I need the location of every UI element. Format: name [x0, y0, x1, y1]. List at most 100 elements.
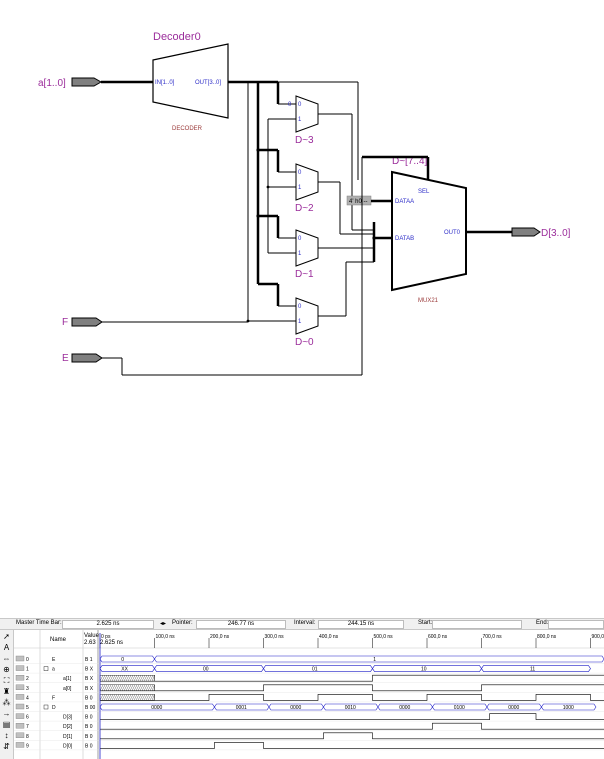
mux21-sel: SEL	[418, 189, 430, 195]
input-a-label: a[1..0]	[38, 78, 66, 89]
e-bus-seg-label: 0	[121, 657, 124, 663]
signal-icon	[16, 675, 24, 680]
input-f-label: F	[62, 317, 68, 328]
d3-wave	[100, 714, 604, 720]
mux-d1-label: D~1	[295, 269, 314, 280]
signal-name[interactable]: D[1]	[63, 734, 73, 740]
time-tick-label: 600,0 ns	[428, 634, 448, 640]
time-tick-label: 0 ps	[101, 634, 111, 640]
const-label: 4' h0 --	[349, 199, 368, 205]
input-e-pin-icon	[72, 354, 102, 362]
input-a-pin-icon	[72, 78, 101, 86]
signal-icon	[16, 723, 24, 728]
time-tick-label: 800,0 ns	[537, 634, 557, 640]
row-index: 0	[26, 657, 29, 663]
a-bus-seg	[155, 666, 264, 672]
signal-value: B 0	[85, 715, 93, 721]
time-tick-label: 500,0 ns	[374, 634, 394, 640]
signal-name[interactable]: E	[52, 657, 56, 663]
d-bus-seg-label: 0000	[399, 705, 410, 711]
signal-icon	[16, 733, 24, 738]
output-d-pin-icon	[512, 228, 540, 236]
name-col-header: Name	[50, 637, 67, 643]
a-bus-seg	[264, 666, 373, 672]
signal-value: B X	[85, 686, 94, 692]
waveform-editor: Master Time Bar: 2.625 ns ◂▸ Pointer: 24…	[0, 618, 604, 759]
d-bus-seg-label: 0001	[236, 705, 247, 711]
mux-d3-in0-label: 0	[288, 102, 292, 108]
input-e-label: E	[62, 353, 69, 364]
d-bus-seg-label: 0000	[290, 705, 301, 711]
a-bus-seg	[482, 666, 591, 672]
signal-name[interactable]: a[1]	[63, 676, 72, 682]
signal-icon	[16, 714, 24, 719]
mux-d2-label: D~2	[295, 203, 314, 214]
row-index: 6	[26, 715, 29, 721]
mux-d3-label: D~3	[295, 135, 314, 146]
signal-name[interactable]: D[2]	[63, 724, 73, 730]
mux21-dataa: DATAA	[395, 199, 414, 205]
expand-toggle[interactable]	[44, 705, 48, 709]
signal-value: B X	[85, 667, 94, 673]
expand-toggle[interactable]	[44, 667, 48, 671]
signal-value: B 0	[85, 734, 93, 740]
row-index: 5	[26, 705, 29, 711]
e-bus-seg	[100, 656, 155, 662]
signal-name[interactable]: D[0]	[63, 743, 73, 749]
time-tick-label: 200,0 ns	[210, 634, 230, 640]
a0-wave	[100, 685, 604, 691]
a-bus-seg-label: XX	[121, 666, 128, 672]
signal-value: B 0	[85, 695, 93, 701]
signal-value: B 00	[85, 705, 96, 711]
cursor-time-label: 2.625 ns	[100, 640, 123, 646]
signal-icon	[16, 742, 24, 747]
signal-name[interactable]: D	[52, 705, 56, 711]
a-bus-seg-label: 10	[421, 666, 427, 672]
a-bus-seg	[373, 666, 482, 672]
d-bus-seg-label: 0000	[151, 705, 162, 711]
d-bus-seg-label: 1000	[563, 705, 574, 711]
mux-d0-label: D~0	[295, 337, 314, 348]
d-bus-seg-label: 0100	[454, 705, 465, 711]
signal-icon	[16, 704, 24, 709]
input-f-pin-icon	[72, 318, 102, 326]
time-tick-label: 400,0 ns	[319, 634, 339, 640]
a-bus-seg-label: 11	[530, 666, 535, 672]
d2-wave	[100, 723, 604, 729]
f-wave	[100, 694, 604, 700]
signal-icon	[16, 694, 24, 699]
e-bus-seg-label: 1	[373, 657, 376, 663]
mux21-name: MUX21	[418, 298, 439, 304]
signal-icon	[16, 666, 24, 671]
row-index: 1	[26, 667, 29, 673]
row-index: 3	[26, 686, 29, 692]
signal-name[interactable]: a	[52, 667, 55, 673]
time-tick-label: 700,0 ns	[483, 634, 503, 640]
time-tick-label: 300,0 ns	[265, 634, 285, 640]
row-index: 8	[26, 734, 29, 740]
time-tick-label: 900,0 ns	[592, 634, 604, 640]
row-index: 4	[26, 695, 29, 701]
time-tick-label: 100,0 ns	[156, 634, 176, 640]
value-at-header: 2.63	[84, 640, 96, 646]
d-bus-seg-label: 0000	[508, 705, 519, 711]
signal-icon	[16, 656, 24, 661]
signal-value: B X	[85, 676, 94, 682]
a-bus-seg-label: 01	[312, 666, 318, 672]
e-bus-seg	[155, 656, 604, 662]
d0-wave	[100, 742, 604, 748]
signal-name[interactable]: F	[52, 695, 55, 701]
d1-wave	[100, 733, 604, 739]
a-bus-seg-label: 00	[203, 666, 209, 672]
signal-name[interactable]: D[3]	[63, 715, 73, 721]
decoder-out-pin: OUT[3..0]	[195, 80, 221, 86]
row-index: 9	[26, 743, 29, 749]
decoder-in-pin: IN[1..0]	[155, 80, 175, 86]
decoder-type-label: DECODER	[172, 126, 203, 132]
signal-name[interactable]: a[0]	[63, 686, 72, 692]
row-index: 2	[26, 676, 29, 682]
mux21-datab: DATAB	[395, 236, 414, 242]
value-col-header: Value	[84, 633, 100, 639]
row-index: 7	[26, 724, 29, 730]
